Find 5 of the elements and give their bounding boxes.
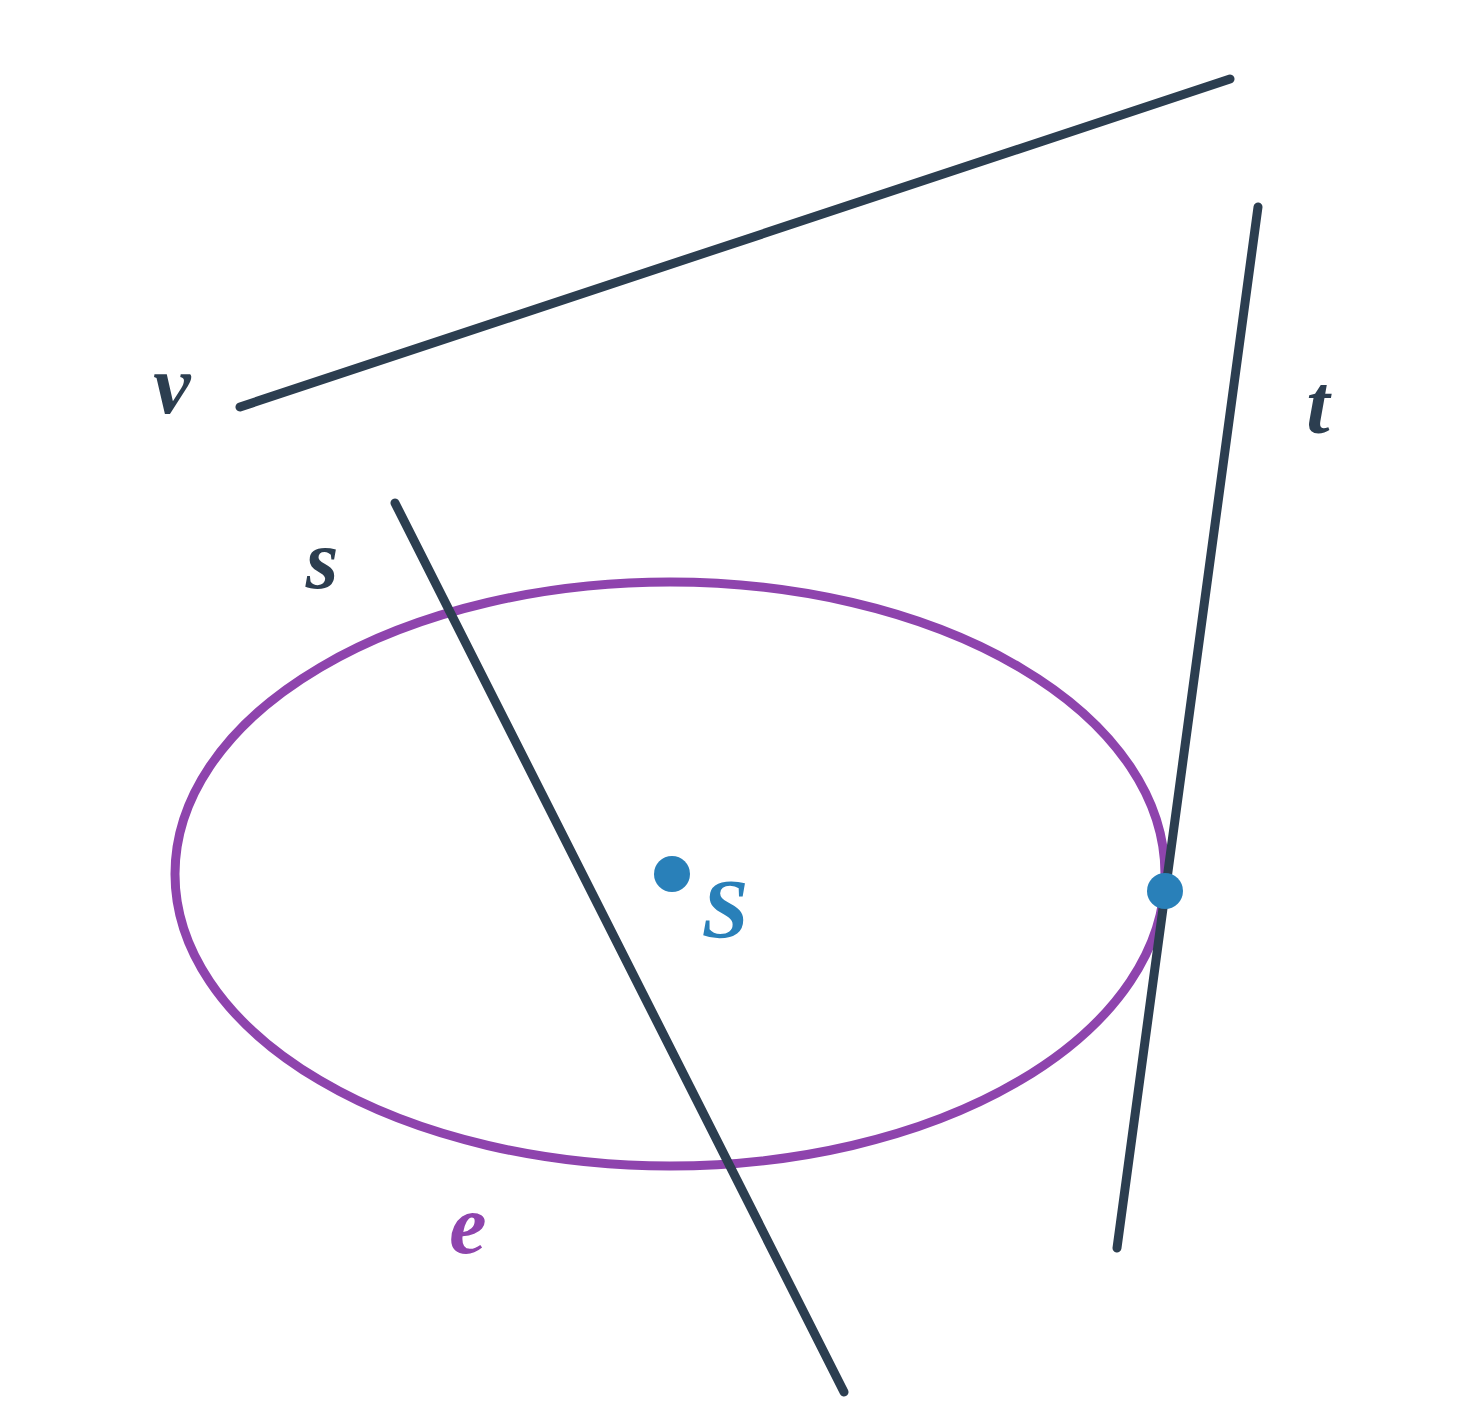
ellipse-label: e — [449, 1183, 487, 1267]
point-label: S — [701, 868, 749, 952]
line-label: v — [153, 343, 191, 427]
line-label: s — [305, 518, 339, 602]
line-label: t — [1306, 363, 1330, 447]
